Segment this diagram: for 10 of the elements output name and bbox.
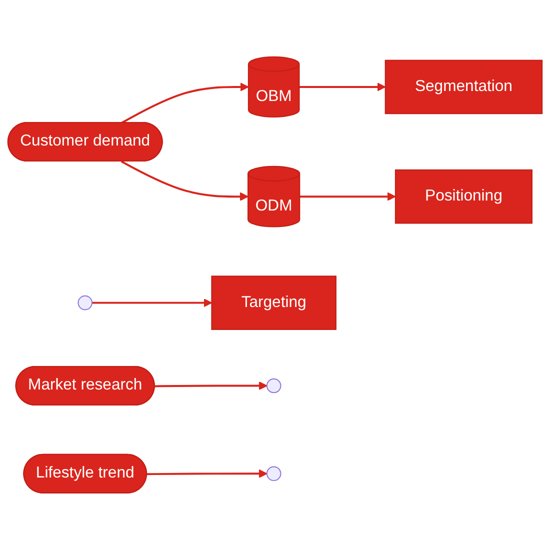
node-box: Segmentation [384,60,543,114]
arrow [120,82,249,124]
arrow [154,382,268,390]
arrow [92,298,212,308]
arrow [120,160,248,202]
arrow [300,192,396,202]
node-box: Targeting [211,276,336,330]
arrow [299,82,386,92]
arrow [147,469,268,478]
node-box: Positioning [394,170,532,224]
